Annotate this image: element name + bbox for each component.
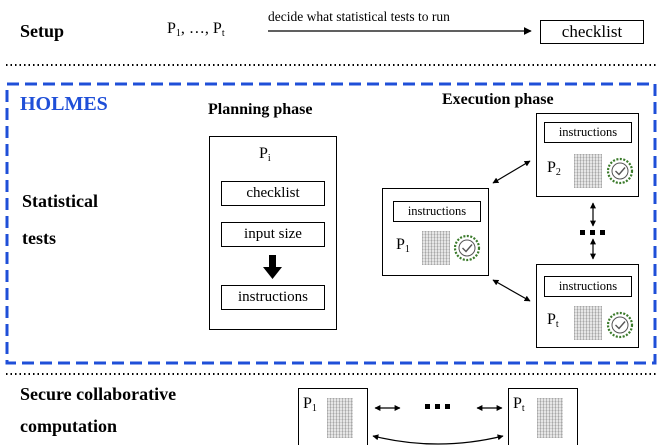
exec-node-p2-instructions: instructions [544, 122, 632, 143]
execution-title: Execution phase [442, 91, 554, 108]
double-arrow-icon [372, 434, 504, 445]
planning-checklist-label: checklist [246, 185, 300, 201]
row-label-line1: Statistical [22, 191, 98, 211]
secure-node-p1-party: P1 [303, 395, 317, 414]
exec-node-p1-instructions-label: instructions [407, 204, 467, 218]
planning-input-size-label: input size [244, 226, 302, 242]
planning-party: Pi [259, 145, 271, 164]
planning-title: Planning phase [208, 101, 313, 118]
exec-node-p2-party: P2 [547, 159, 561, 178]
setup-checklist-box: checklist [540, 20, 644, 44]
check-seal-icon [606, 311, 634, 339]
check-seal-icon [606, 157, 634, 185]
secure-title-line1: Secure collaborative [20, 384, 177, 404]
secure-node-pt-party: Pt [513, 395, 525, 414]
data-grid-icon [327, 398, 353, 438]
planning-instructions-label: instructions [238, 289, 308, 305]
double-arrow-icon [492, 279, 531, 302]
exec-node-pt-party: Pt [547, 311, 559, 330]
planning-input-size-box: input size [221, 222, 325, 247]
data-grid-icon [574, 154, 602, 188]
exec-node-pt-instructions-label: instructions [558, 279, 618, 293]
double-arrow-icon [492, 160, 531, 184]
holmes-title: HOLMES [20, 93, 108, 115]
secure-title-line2: computation [20, 416, 118, 436]
down-arrow-icon [263, 255, 282, 279]
data-grid-icon [422, 231, 450, 265]
exec-node-p1-instructions: instructions [393, 201, 481, 222]
setup-checklist-label: checklist [561, 22, 623, 41]
exec-node-pt-instructions: instructions [544, 276, 632, 297]
exec-node-p2-instructions-label: instructions [558, 125, 618, 139]
exec-node-p1-party: P1 [396, 236, 410, 255]
row-label-line2: tests [22, 228, 56, 248]
setup-arrow-label: decide what statistical tests to run [268, 9, 450, 24]
setup-title: Setup [20, 21, 65, 41]
setup-parties: P1, …, Pt [167, 20, 225, 39]
ellipsis-icon [580, 230, 605, 235]
planning-checklist-box: checklist [221, 181, 325, 206]
data-grid-icon [537, 398, 563, 438]
planning-instructions-box: instructions [221, 285, 325, 310]
ellipsis-icon [425, 404, 450, 409]
data-grid-icon [574, 306, 602, 340]
holmes-dashed-frame [5, 82, 657, 365]
check-seal-icon [453, 234, 481, 262]
